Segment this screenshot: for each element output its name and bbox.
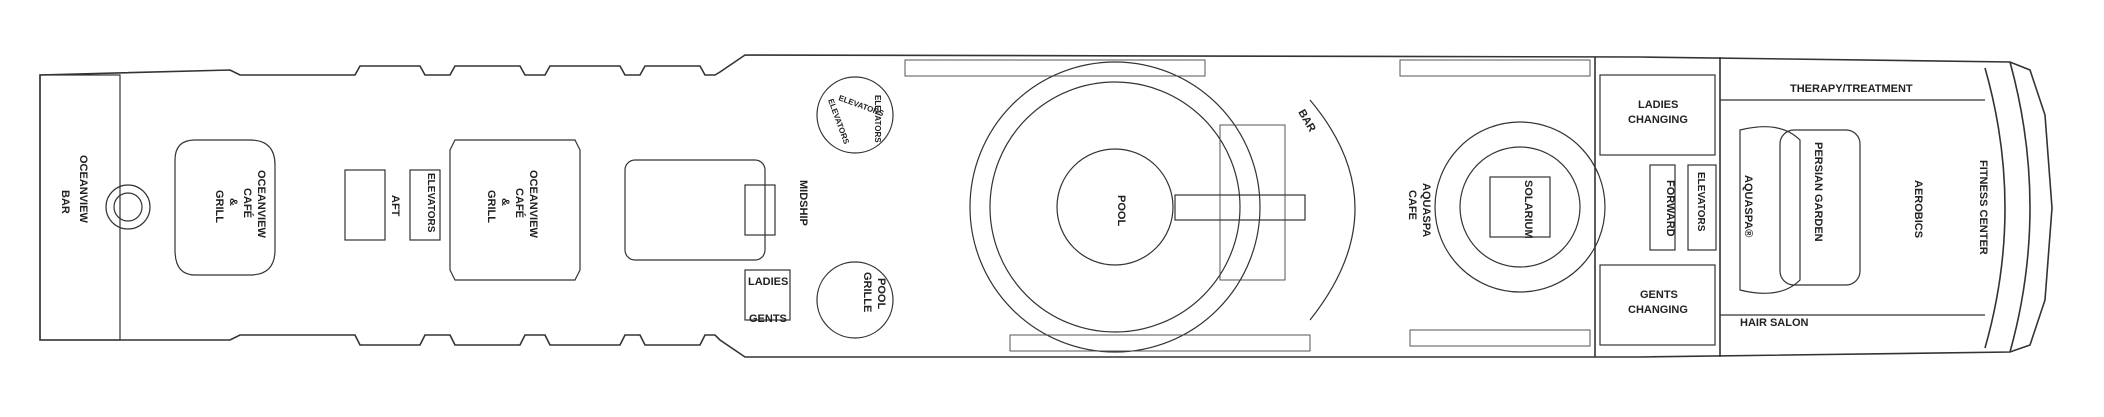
pool-grille-label-1: POOL	[875, 278, 887, 309]
aft-area	[39, 74, 776, 341]
solarium-area	[1309, 74, 1717, 346]
bar-pool-label: BAR	[1295, 108, 1317, 135]
pool-area	[744, 61, 1306, 353]
aquaspa-cafe-label-1: AQUASPA	[1420, 183, 1432, 237]
amp-label-2: &	[499, 198, 511, 206]
therapy-treatment-label: THERAPY/TREATMENT	[1790, 83, 1913, 95]
cafe-label-2: CAFÉ	[513, 188, 526, 218]
gents-changing-label-2: CHANGING	[1628, 304, 1688, 316]
aft-label: AFT	[389, 195, 401, 217]
spa-area	[1720, 99, 1985, 316]
hull-outline	[39, 54, 2053, 358]
solarium-label: SOLARIUM	[1522, 180, 1534, 239]
cafe-label-1: CAFÉ	[241, 188, 254, 218]
midship-label: MIDSHIP	[797, 180, 809, 226]
gents-label: GENTS	[749, 313, 787, 325]
fitness-center-label: FITNESS CENTER	[1977, 160, 1989, 255]
ladies-label: LADIES	[748, 276, 788, 288]
gents-changing-label-1: GENTS	[1640, 289, 1678, 301]
bar-label-aft: BAR	[59, 190, 71, 214]
pool-grille-label-2: GRILLE	[861, 272, 873, 312]
aquaspa-cafe-label-2: CAFE	[1406, 190, 1418, 220]
hair-salon-label: HAIR SALON	[1740, 317, 1809, 329]
aquaspa-r-label: AQUASPA®	[1742, 175, 1754, 237]
pool-label: POOL	[1115, 195, 1127, 226]
oceanview-cafe-label-2: OCEANVIEW	[527, 170, 539, 238]
ladies-changing-label-1: LADIES	[1638, 99, 1678, 111]
aerobics-label: AEROBICS	[1912, 180, 1924, 238]
elevators-aft-label: ELEVATORS	[425, 173, 436, 233]
oceanview-cafe-label-1: OCEANVIEW	[255, 170, 267, 238]
grill-label-1: GRILL	[213, 190, 225, 223]
elevators-mid-label-2: ELEVATORS	[873, 95, 882, 143]
amp-label-1: &	[227, 198, 239, 206]
persian-garden-label: PERSIAN GARDEN	[1812, 142, 1824, 242]
ladies-changing-label-2: CHANGING	[1628, 114, 1688, 126]
elevators-fwd-label: ELEVATORS	[1695, 172, 1706, 232]
loungers	[904, 59, 1591, 352]
forward-label: FORWARD	[1664, 180, 1676, 237]
oceanview-bar-label: OCEANVIEW	[77, 155, 89, 223]
grill-label-2: GRILL	[485, 190, 497, 223]
